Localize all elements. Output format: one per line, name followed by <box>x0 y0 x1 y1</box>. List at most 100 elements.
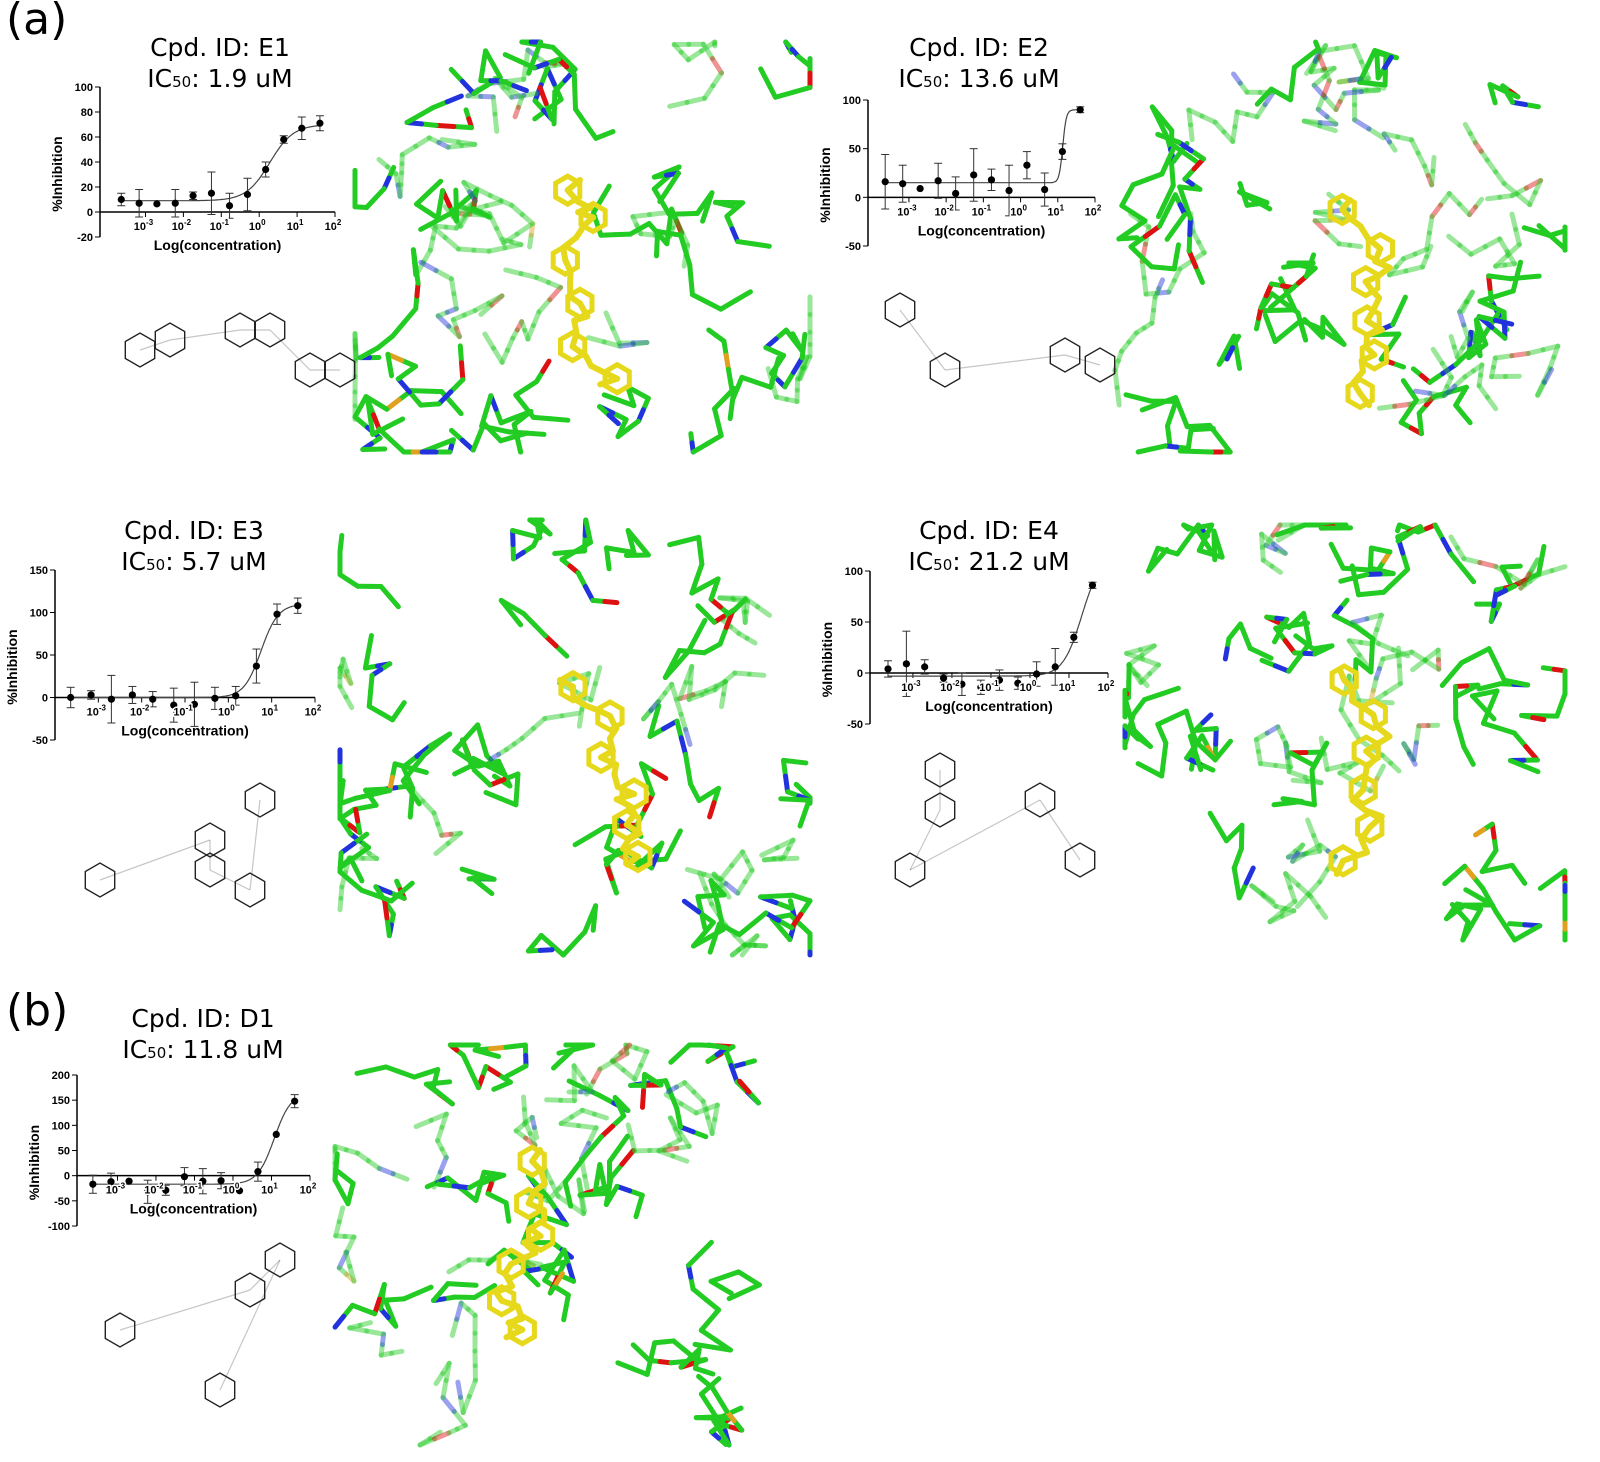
protein-stick <box>445 830 463 846</box>
protein-stick <box>1369 81 1387 91</box>
protein-stick <box>717 624 729 647</box>
protein-stick <box>1357 63 1370 85</box>
protein-stick <box>685 48 705 63</box>
protein-stick <box>1374 763 1386 782</box>
data-point <box>294 602 302 610</box>
protein-stick <box>431 1430 452 1442</box>
protein-stick <box>1409 649 1428 664</box>
protein-stick <box>647 726 666 739</box>
protein-stick <box>641 707 654 722</box>
protein-stick <box>1133 325 1147 336</box>
data-point <box>1033 670 1041 678</box>
ligand-ring <box>514 1186 544 1221</box>
protein-stick <box>1282 906 1297 914</box>
protein-stick <box>619 1148 636 1167</box>
protein-stick <box>1509 185 1529 199</box>
protein-stick <box>519 725 536 741</box>
protein-stick <box>454 211 473 217</box>
protein-stick <box>454 1422 468 1432</box>
protein-stick <box>773 394 790 402</box>
protein-stick <box>430 223 439 241</box>
protein-stick <box>528 221 536 238</box>
protein-stick <box>442 234 462 252</box>
protein-stick <box>1213 725 1219 747</box>
protein-stick <box>1521 569 1534 587</box>
protein-stick <box>1163 182 1176 204</box>
protein-stick <box>1366 126 1386 141</box>
protein-stick <box>1143 290 1160 297</box>
protein-stick <box>353 346 359 361</box>
protein-stick <box>712 1102 720 1122</box>
protein-stick <box>512 104 521 120</box>
protein-stick <box>453 325 462 340</box>
protein-stick <box>1424 243 1434 260</box>
protein-stick <box>1269 563 1283 575</box>
protein-stick <box>585 335 607 345</box>
protein-stick <box>339 656 346 669</box>
protein-stick <box>1440 536 1454 557</box>
protein-stick <box>579 1193 588 1214</box>
protein-stick <box>389 1348 405 1356</box>
data-point <box>125 1177 133 1185</box>
structure-bond <box>139 339 171 351</box>
protein-stick <box>514 222 533 237</box>
protein-stick <box>390 319 407 339</box>
structure-ring <box>194 852 226 888</box>
x-axis-label: Log(concentration) <box>121 723 249 739</box>
protein-stick <box>608 876 619 896</box>
protein-stick <box>632 1062 644 1082</box>
protein-stick <box>1324 229 1342 247</box>
protein-stick <box>504 335 516 353</box>
structure-bond <box>899 309 946 371</box>
data-point <box>67 693 75 702</box>
protein-stick <box>761 856 777 863</box>
protein-stick <box>521 1114 535 1127</box>
y-axis-label: %Inhibition <box>819 622 835 697</box>
structure-ring <box>204 1372 236 1408</box>
protein-stick <box>630 212 652 220</box>
protein-stick <box>529 1114 537 1131</box>
protein-stick <box>501 231 520 246</box>
protein-stick <box>379 1331 387 1348</box>
data-point <box>243 190 252 199</box>
protein-stick <box>1249 883 1265 897</box>
protein-stick <box>1317 123 1338 134</box>
protein-stick <box>1392 401 1413 409</box>
structure-bond <box>944 354 1066 371</box>
protein-stick <box>702 83 716 101</box>
protein-stick <box>506 429 530 436</box>
protein-stick <box>486 763 507 777</box>
ligand-stick <box>597 375 621 388</box>
protein-stick <box>704 299 724 312</box>
protein-stick <box>707 935 718 955</box>
protein-stick <box>1308 56 1321 74</box>
protein-stick <box>1259 531 1265 550</box>
protein-stick <box>1200 712 1214 726</box>
protein-stick <box>1338 707 1353 728</box>
data-point <box>884 665 892 673</box>
protein-stick <box>542 713 565 722</box>
structure-bond <box>1064 354 1101 366</box>
x-tick-label: 10-3 <box>134 218 154 233</box>
data-point <box>225 202 234 210</box>
protein-stick <box>1381 131 1401 140</box>
protein-stick <box>508 239 524 248</box>
protein-stick <box>732 670 752 677</box>
protein-stick <box>336 1205 346 1225</box>
structure-ring <box>264 1242 296 1278</box>
protein-stick <box>1513 226 1522 248</box>
protein-stick <box>458 1394 466 1416</box>
protein-stick <box>755 604 773 618</box>
data-point <box>970 171 978 179</box>
protein-stick <box>337 683 349 700</box>
protein-stick <box>674 718 684 741</box>
protein-stick <box>1262 312 1273 331</box>
protein-stick <box>1155 131 1171 141</box>
protein-stick <box>1315 92 1327 112</box>
protein-stick <box>486 293 505 306</box>
protein-stick <box>662 661 675 681</box>
protein-stick <box>1509 211 1519 232</box>
protein-stick <box>1527 190 1538 208</box>
x-tick-label: 10-2 <box>144 1182 164 1197</box>
data-point <box>1076 106 1084 114</box>
